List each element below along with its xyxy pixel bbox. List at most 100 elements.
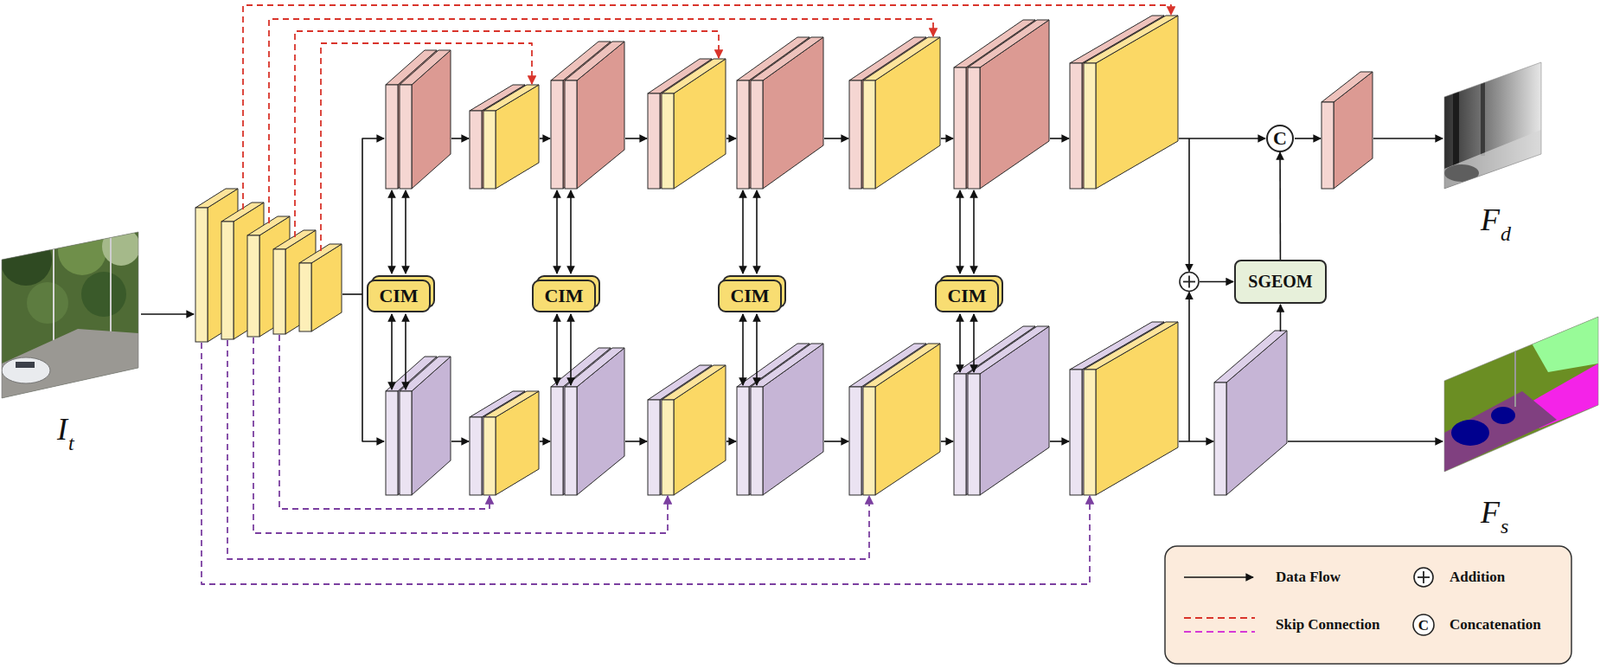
slab-side	[1095, 321, 1178, 495]
legend-addition-symbol	[1422, 570, 1425, 583]
feature-maps	[195, 15, 1373, 495]
interaction-arrow	[972, 313, 975, 372]
photo-tree	[26, 281, 69, 324]
concat-symbol: C	[1266, 124, 1294, 153]
slab-top	[661, 58, 726, 94]
legend-text: Data Flow	[1275, 568, 1341, 586]
node-text: C	[1273, 128, 1287, 148]
interaction-arrow	[404, 190, 407, 274]
slab-front	[736, 386, 749, 495]
photo-tree	[0, 233, 52, 286]
slab-top	[1321, 71, 1373, 103]
slab-front	[647, 93, 660, 189]
slab-top	[863, 343, 941, 387]
slab-front	[849, 80, 862, 189]
node-text: CIM	[544, 284, 583, 307]
slab-front	[967, 373, 980, 495]
input-symbol: I	[57, 413, 68, 445]
segmentation-map	[1440, 311, 1600, 476]
flow-arrow	[362, 294, 384, 442]
flow-arrow	[362, 138, 384, 295]
depth-shape	[1480, 77, 1485, 156]
slab-front	[967, 67, 980, 189]
interaction-arrow	[390, 313, 393, 390]
interaction-arrow	[569, 313, 572, 385]
addition-symbol	[1188, 275, 1191, 288]
photo-pole	[109, 233, 112, 342]
photo-frame	[1, 231, 139, 398]
slab-front	[483, 416, 496, 495]
flow-arrow	[940, 137, 954, 140]
depth-map	[1440, 56, 1549, 195]
slab-front	[273, 249, 286, 334]
seg-terrain	[1530, 316, 1599, 372]
photo-car-window	[15, 361, 35, 368]
legend-text: Concatenation	[1449, 615, 1542, 634]
slab-front	[550, 386, 564, 495]
cim-module: CIM	[366, 279, 431, 313]
skip-connection	[294, 31, 719, 237]
interaction-arrow	[755, 313, 758, 385]
slab-front	[550, 80, 564, 189]
slab-top	[195, 188, 238, 208]
slab-top	[483, 84, 539, 111]
slab-front	[385, 390, 398, 495]
cim-module: CIM	[531, 279, 596, 313]
node-text: CIM	[378, 284, 418, 307]
photo-road	[1, 328, 139, 407]
seg-car	[1491, 406, 1516, 424]
interaction-arrow	[972, 190, 975, 274]
slab-side	[673, 364, 726, 495]
cim-module: CIM	[934, 279, 999, 313]
slab-side	[762, 343, 824, 495]
photo-car	[1, 357, 51, 384]
interaction-arrow	[569, 190, 572, 274]
flow-arrow	[1049, 137, 1069, 140]
skip-connection	[253, 337, 668, 533]
slab-front	[953, 373, 967, 495]
seg-pole	[1514, 345, 1517, 407]
slab-front	[399, 84, 412, 189]
flow-arrow	[140, 313, 194, 315]
slab-front	[564, 80, 577, 189]
input-photo	[0, 224, 148, 407]
slab-top	[564, 41, 625, 81]
photo-tree	[102, 227, 141, 266]
connector	[1279, 152, 1281, 260]
depth-ground	[1440, 56, 1549, 195]
skip-connection	[243, 5, 1172, 210]
slab-side	[979, 326, 1050, 495]
slab-top	[661, 364, 726, 400]
interaction-arrow	[755, 190, 758, 274]
node-text: CIM	[729, 284, 769, 307]
flow-arrow	[1178, 440, 1214, 442]
photo-tree	[57, 226, 107, 276]
slab-side	[979, 19, 1050, 189]
flow-arrow	[1373, 137, 1443, 140]
flow-arrow	[940, 440, 954, 442]
flow-arrow	[539, 137, 551, 140]
output-symbol: F	[1480, 204, 1500, 236]
flow-arrow	[1287, 440, 1443, 442]
subscript: d	[1500, 223, 1511, 244]
output-symbol: F	[1480, 496, 1500, 528]
skip-connection	[268, 19, 934, 224]
flow-arrow	[1280, 304, 1282, 332]
legend-addition-symbol	[1414, 567, 1434, 587]
interaction-arrow	[404, 313, 407, 390]
flow-arrow	[726, 440, 736, 442]
legend-panel	[1164, 545, 1572, 664]
flow-arrow	[539, 440, 551, 442]
slab-front	[564, 386, 577, 495]
slab-top	[750, 343, 824, 387]
subscript: s	[1500, 515, 1509, 537]
slab-front	[647, 399, 660, 495]
seg-vegetation	[1440, 311, 1600, 476]
slab-top	[399, 356, 451, 391]
slab-top	[863, 37, 941, 81]
slab-side	[207, 188, 238, 342]
slab-side	[875, 37, 941, 189]
slab-front	[399, 390, 412, 495]
